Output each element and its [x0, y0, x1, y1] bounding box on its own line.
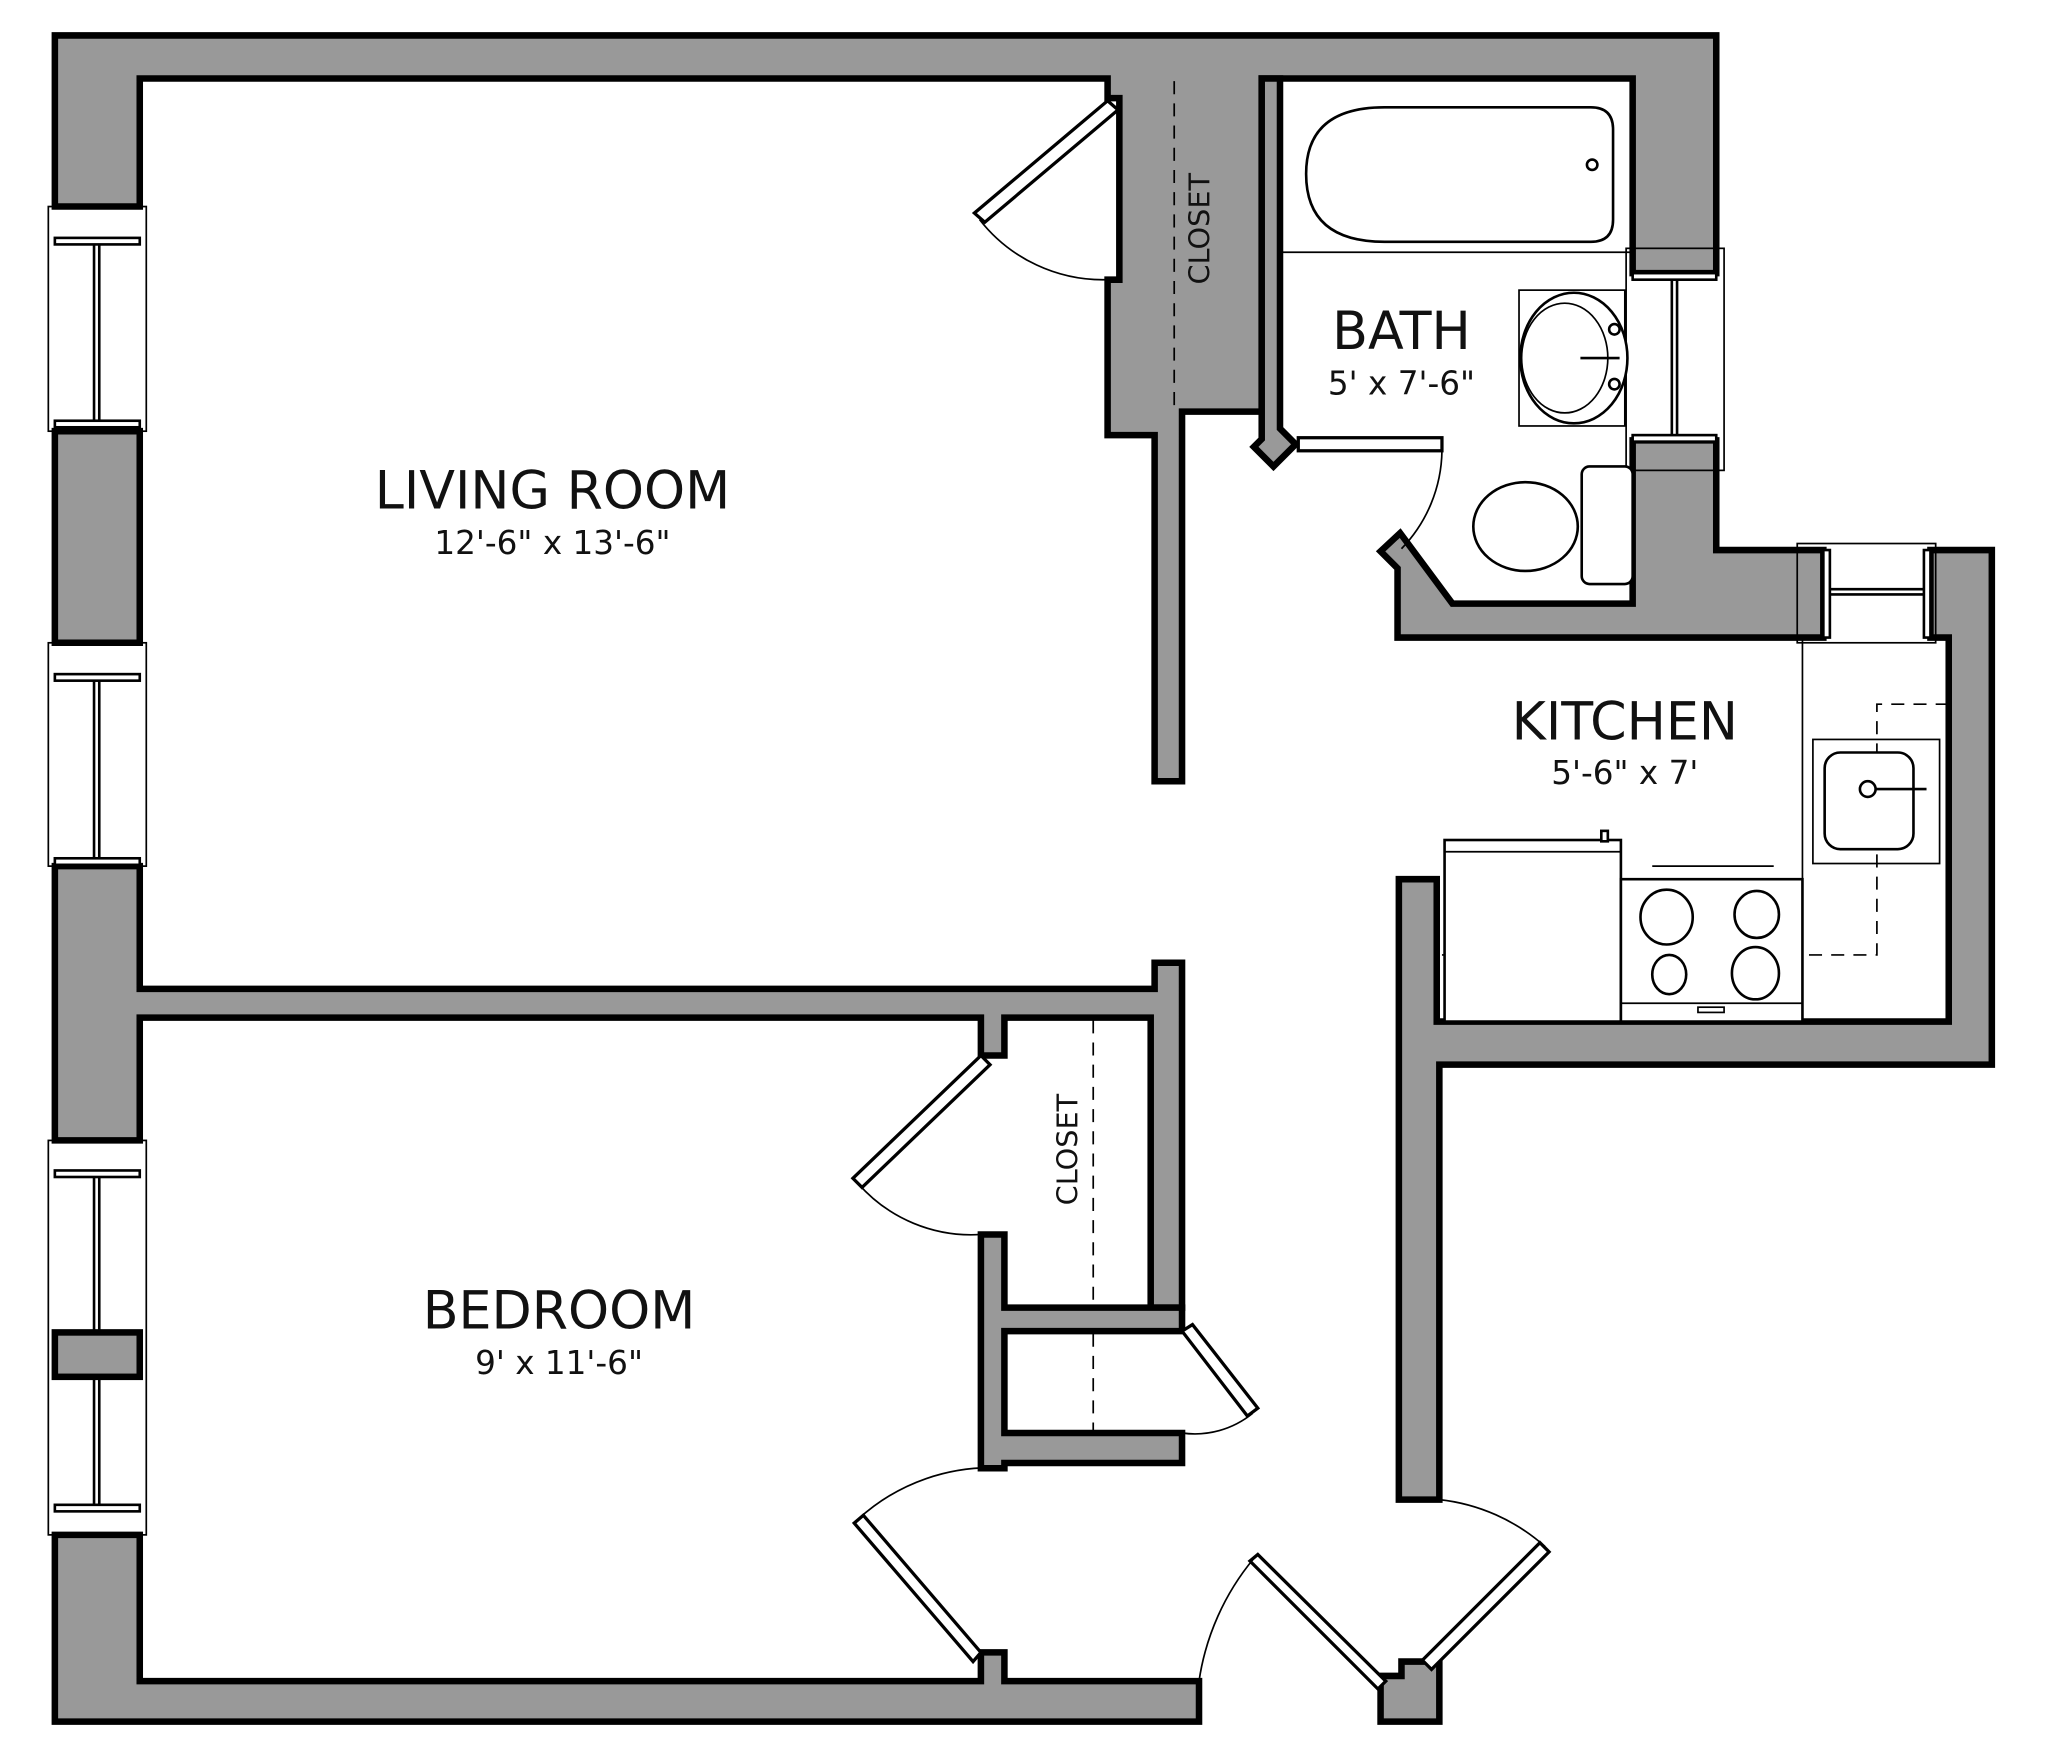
door-bedroom[interactable]: [851, 1466, 1005, 1665]
door-living-closet[interactable]: [971, 98, 1121, 281]
door-entry-right[interactable]: [1420, 1498, 1552, 1672]
window-living-lower: [47, 641, 148, 867]
windows: [47, 205, 1937, 1536]
bath-sink: [1518, 289, 1629, 427]
window-living-upper: [47, 205, 148, 433]
bedroom-dimensions: 9' x 11'-6": [475, 1344, 643, 1382]
stove: [1619, 865, 1804, 1023]
bedroom-label: BEDROOM: [423, 1282, 696, 1342]
bath-dimensions: 5' x 7'-6": [1328, 365, 1475, 403]
wall-left-3: [51, 862, 1186, 1311]
wall-top: [51, 32, 1720, 785]
living-room-dimensions: 12'-6" x 13'-6": [434, 524, 670, 562]
bath-label: BATH: [1332, 302, 1471, 362]
bathtub: [1280, 105, 1633, 254]
window-kitchen: [1796, 542, 1937, 644]
wall-bath-left: [1249, 75, 1301, 472]
living-room-label: LIVING ROOM: [375, 461, 730, 521]
kitchen-sink: [1812, 738, 1941, 865]
doors: [850, 98, 1552, 1692]
toilet: [1471, 465, 1634, 586]
door-linen-closet[interactable]: [1179, 1322, 1261, 1435]
window-bedroom: [47, 1139, 148, 1536]
wall-bottom: [51, 1531, 1203, 1725]
window-bath: [1625, 247, 1725, 472]
wall-left-mullion: [51, 1329, 144, 1381]
door-bath[interactable]: [1296, 436, 1444, 550]
living-closet-label: CLOSET: [1182, 173, 1216, 285]
wall-left-2: [51, 427, 144, 647]
wall-bath-kitchen: [1375, 437, 1827, 641]
refrigerator: [1443, 829, 1623, 1023]
door-entry-left[interactable]: [1198, 1552, 1389, 1692]
door-bedroom-closet[interactable]: [850, 1053, 993, 1236]
kitchen-label: KITCHEN: [1512, 692, 1738, 752]
kitchen-dimensions: 5'-6" x 7': [1551, 754, 1698, 792]
bedroom-closet-label: CLOSET: [1051, 1093, 1085, 1205]
